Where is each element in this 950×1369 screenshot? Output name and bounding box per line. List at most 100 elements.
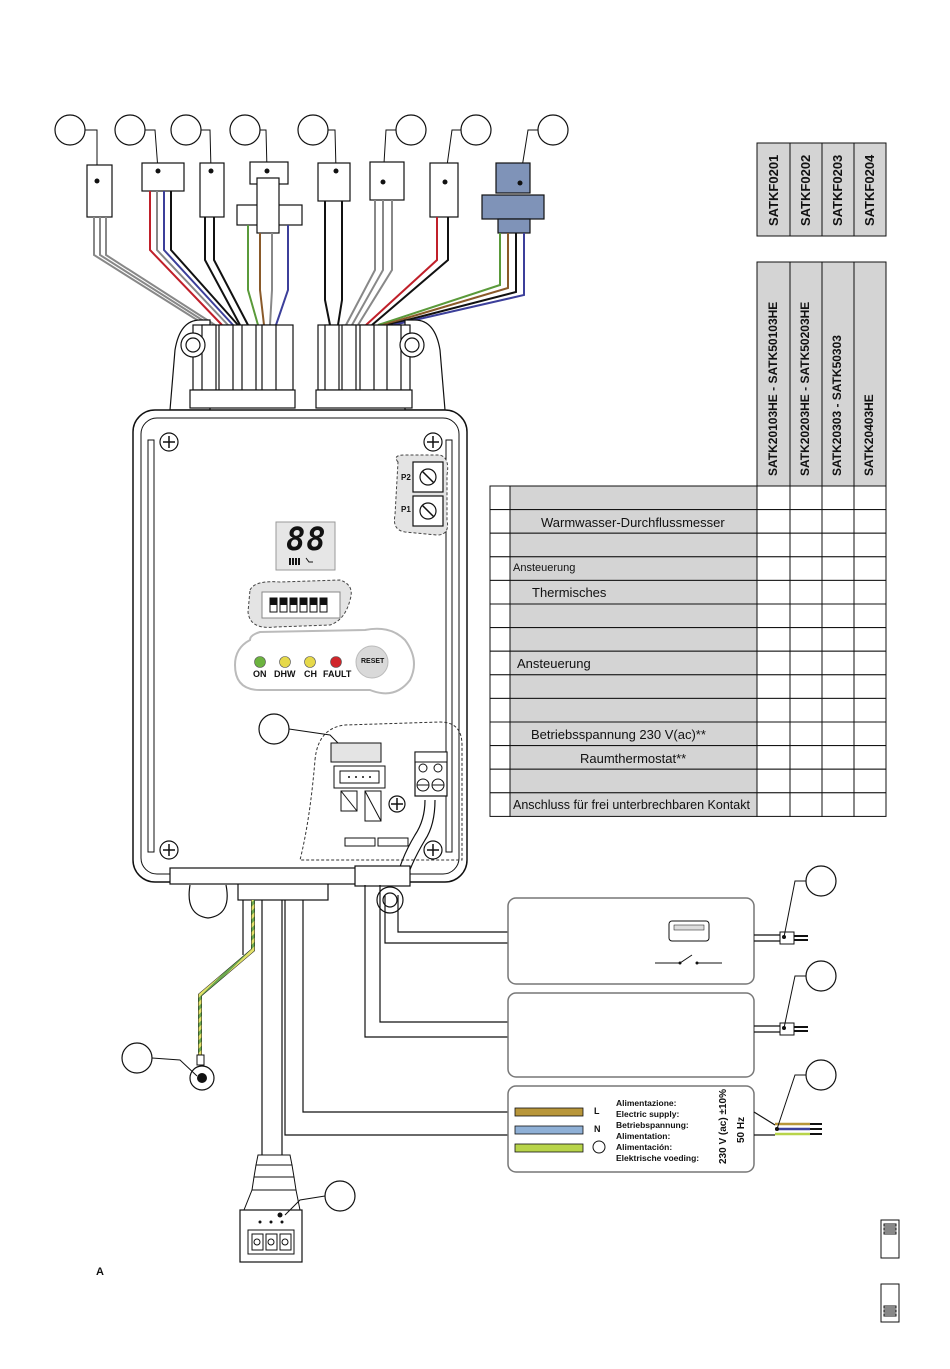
- table-cell: [821, 603, 855, 629]
- led-label-on: ON: [253, 669, 267, 679]
- table-cell: [789, 792, 823, 817]
- callout-circle: [121, 1042, 153, 1074]
- led-panel: [233, 627, 415, 695]
- table-cell: [756, 721, 791, 747]
- table-cell: [489, 650, 511, 676]
- table-row-label: Thermisches: [532, 585, 607, 601]
- table-cell: [821, 532, 855, 558]
- connector-7: [429, 162, 459, 218]
- product-code-grid: [756, 142, 887, 487]
- table-cell: [821, 674, 855, 699]
- table-cell: [789, 697, 823, 723]
- table-cell: [789, 556, 823, 581]
- product-code-top-1: SATKF0201: [766, 154, 781, 226]
- top-header: [169, 319, 446, 411]
- table-cell: [789, 532, 823, 558]
- led-label-fault: FAULT: [323, 669, 352, 679]
- table-cell: [821, 721, 855, 747]
- cable-runs: [284, 885, 508, 1136]
- table-cell: [853, 721, 887, 747]
- table-row-label: Warmwasser-Durchflussmesser: [541, 514, 725, 530]
- table-cell: [756, 579, 791, 605]
- callout-circle: [805, 865, 837, 897]
- thermostat-panel: [507, 897, 755, 985]
- ps-label-fr: Alimentation:: [616, 1131, 671, 1141]
- table-cell: [821, 627, 855, 652]
- ps-voltage: 230 V (ac) ±10%: [718, 1089, 729, 1164]
- ps-label-en: Electric supply:: [616, 1109, 680, 1119]
- product-code-top-3: SATKF0203: [830, 154, 845, 226]
- ps-label-de: Betriebspannung:: [616, 1120, 689, 1130]
- product-code-top-4: SATKF0204: [862, 154, 877, 226]
- product-code-top-2: SATKF0202: [798, 154, 813, 226]
- table-cell: [756, 792, 791, 817]
- table-cell: [789, 627, 823, 652]
- callout-circle: [229, 114, 261, 146]
- pot-label-p2: P2: [401, 473, 411, 482]
- table-cell: [853, 674, 887, 699]
- pot-label-p1: P1: [401, 505, 411, 514]
- table-cell: [853, 768, 887, 794]
- page-markers: [880, 1219, 900, 1323]
- table-cell: [853, 556, 887, 581]
- callout-circle: [54, 114, 86, 146]
- table-cell: [853, 603, 887, 629]
- led-fault-indicator: [330, 656, 342, 668]
- table-cell: [853, 532, 887, 558]
- bottom-plug: [239, 900, 356, 1263]
- connector-1: [86, 164, 113, 218]
- table-cell: [509, 532, 758, 558]
- connector-5: [317, 162, 351, 202]
- table-cell: [853, 579, 887, 605]
- callout-circle: [805, 1059, 837, 1091]
- callout-circle: [258, 713, 290, 745]
- potentiometer-area: [394, 454, 449, 536]
- led-dhw-indicator: [279, 656, 291, 668]
- table-row-label: Betriebsspannung 230 V(ac)**: [531, 727, 706, 742]
- table-cell: [821, 745, 855, 770]
- table-cell: [489, 697, 511, 723]
- table-cell: [853, 745, 887, 770]
- ps-frequency: 50 Hz: [736, 1116, 747, 1143]
- table-cell: [789, 745, 823, 770]
- bottom-header: [169, 865, 411, 919]
- power-supply-labels: Alimentazione: Electric supply: Betriebs…: [616, 1098, 699, 1164]
- table-row-label: Raumthermostat**: [580, 750, 687, 766]
- table-cell: [789, 603, 823, 629]
- table-cell: [853, 650, 887, 676]
- reset-button[interactable]: RESET: [361, 658, 385, 665]
- connector-callouts: [54, 114, 569, 146]
- table-cell: [509, 697, 758, 723]
- connector-6: [369, 161, 405, 201]
- table-cell: [489, 792, 511, 817]
- free-contact-panel: [507, 992, 755, 1078]
- table-cell: [821, 579, 855, 605]
- table-cell: [756, 556, 791, 581]
- callout-circle: [170, 114, 202, 146]
- table-cell: [489, 579, 511, 605]
- table-cell: [489, 627, 511, 652]
- table-cell: [789, 768, 823, 794]
- dip-switch-area: [247, 579, 352, 628]
- table-cell: [821, 650, 855, 676]
- table-cell: [756, 745, 791, 770]
- table-cell: [821, 697, 855, 723]
- callout-circle: [460, 114, 492, 146]
- product-model-1: SATK20103HE - SATK50103HE: [766, 301, 780, 476]
- table-row-label: Ansteuerung: [517, 656, 591, 672]
- table-cell: [821, 792, 855, 817]
- ps-terminal-n: N: [594, 1124, 601, 1134]
- table-cell: [789, 674, 823, 699]
- table-cell: [489, 532, 511, 558]
- feature-table: [489, 485, 887, 817]
- table-cell: [821, 556, 855, 581]
- table-cell: [509, 603, 758, 629]
- earth-lead: [121, 900, 255, 1091]
- table-cell: [821, 509, 855, 534]
- figure-label: A: [96, 1266, 104, 1278]
- table-cell: [756, 650, 791, 676]
- table-cell: [489, 603, 511, 629]
- connector-2: [141, 162, 185, 192]
- table-cell: [853, 697, 887, 723]
